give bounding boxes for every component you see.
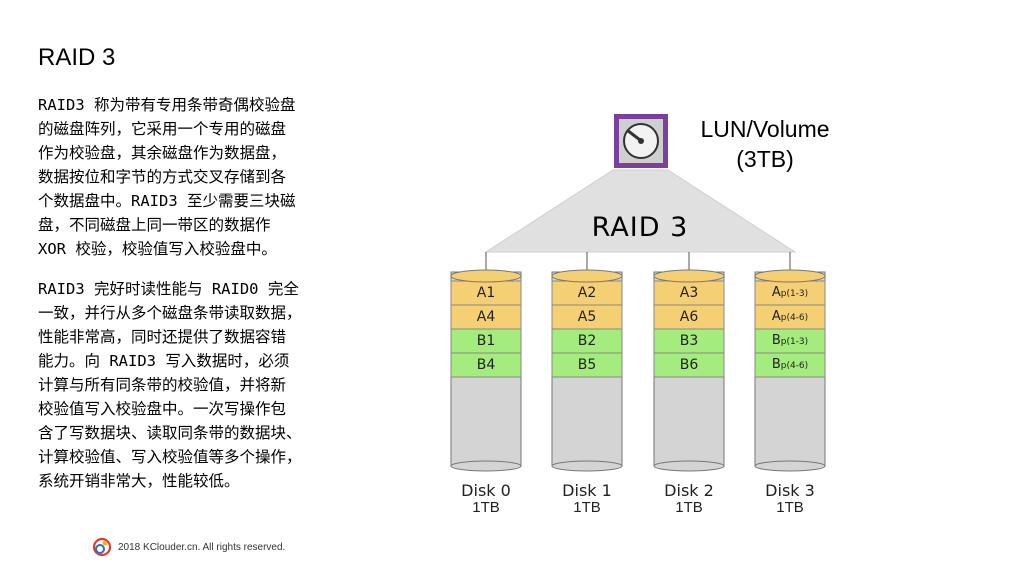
block-label: A4 bbox=[476, 309, 496, 325]
block-label: Ap(1-3) bbox=[771, 285, 809, 300]
disk-0 bbox=[450, 269, 522, 472]
disk-name-label: Disk 3 bbox=[765, 481, 815, 500]
stripe-block bbox=[450, 352, 522, 378]
disk-name-label: Disk 2 bbox=[664, 481, 714, 500]
disk-2 bbox=[653, 269, 725, 472]
raid-level-label: RAID 3 bbox=[591, 212, 689, 243]
stripe-block bbox=[754, 280, 826, 306]
lun-label-line1: LUN/Volume bbox=[700, 116, 830, 142]
disk-1 bbox=[551, 269, 623, 472]
block-label: B2 bbox=[577, 333, 597, 349]
stripe-block bbox=[450, 280, 522, 306]
block-label: B5 bbox=[577, 357, 597, 373]
kclouder-logo-icon bbox=[92, 537, 112, 557]
disk-size-label: 1TB bbox=[573, 499, 601, 516]
stripe-block bbox=[551, 280, 623, 306]
footer: 2018 KClouder.cn. All rights reserved. bbox=[92, 537, 285, 557]
stripe-block bbox=[754, 352, 826, 378]
paragraph-raid3-definition: RAID3 称为带有专用条带奇偶校验盘 的磁盘阵列，它采用一个专用的磁盘 作为校… bbox=[38, 96, 296, 258]
stripe-block bbox=[551, 352, 623, 378]
disk-size-label: 1TB bbox=[675, 499, 703, 516]
block-label: A6 bbox=[679, 309, 699, 325]
stripe-block bbox=[653, 280, 725, 306]
block-label: Ap(4-6) bbox=[771, 309, 809, 324]
block-label: B6 bbox=[679, 357, 699, 373]
block-label: A2 bbox=[577, 285, 597, 301]
block-label: B1 bbox=[476, 333, 496, 349]
lun-label-line2: (3TB) bbox=[736, 146, 794, 172]
lun-disk-icon bbox=[614, 114, 668, 168]
block-label: B4 bbox=[476, 357, 496, 373]
block-label: A5 bbox=[577, 309, 597, 325]
disk-connectors bbox=[485, 252, 791, 272]
stripe-block bbox=[754, 304, 826, 330]
stripe-block bbox=[653, 304, 725, 330]
disk-size-label: 1TB bbox=[776, 499, 804, 516]
block-label: Bp(4-6) bbox=[771, 357, 809, 372]
stripe-block bbox=[653, 352, 725, 378]
disk-name-label: Disk 0 bbox=[461, 481, 511, 500]
disk-size-label: 1TB bbox=[472, 499, 500, 516]
slide-title: RAID 3 bbox=[38, 44, 116, 71]
stripe-block bbox=[450, 304, 522, 330]
stripe-block bbox=[450, 328, 522, 354]
block-label: B3 bbox=[679, 333, 699, 349]
stripe-block bbox=[551, 304, 623, 330]
disk-3 bbox=[754, 269, 826, 472]
raid-funnel bbox=[484, 169, 797, 253]
disk-name-label: Disk 1 bbox=[562, 481, 612, 500]
block-label: A3 bbox=[679, 285, 699, 301]
stripe-block bbox=[653, 328, 725, 354]
block-label: A1 bbox=[476, 285, 496, 301]
paragraph-raid3-performance: RAID3 完好时读性能与 RAID0 完全 一致，并行从多个磁盘条带读取数据，… bbox=[38, 280, 302, 490]
stripe-block bbox=[754, 328, 826, 354]
lun-volume-label: LUN/Volume (3TB) bbox=[690, 114, 840, 174]
copyright-text: 2018 KClouder.cn. All rights reserved. bbox=[118, 541, 286, 553]
block-label: Bp(1-3) bbox=[771, 333, 809, 348]
